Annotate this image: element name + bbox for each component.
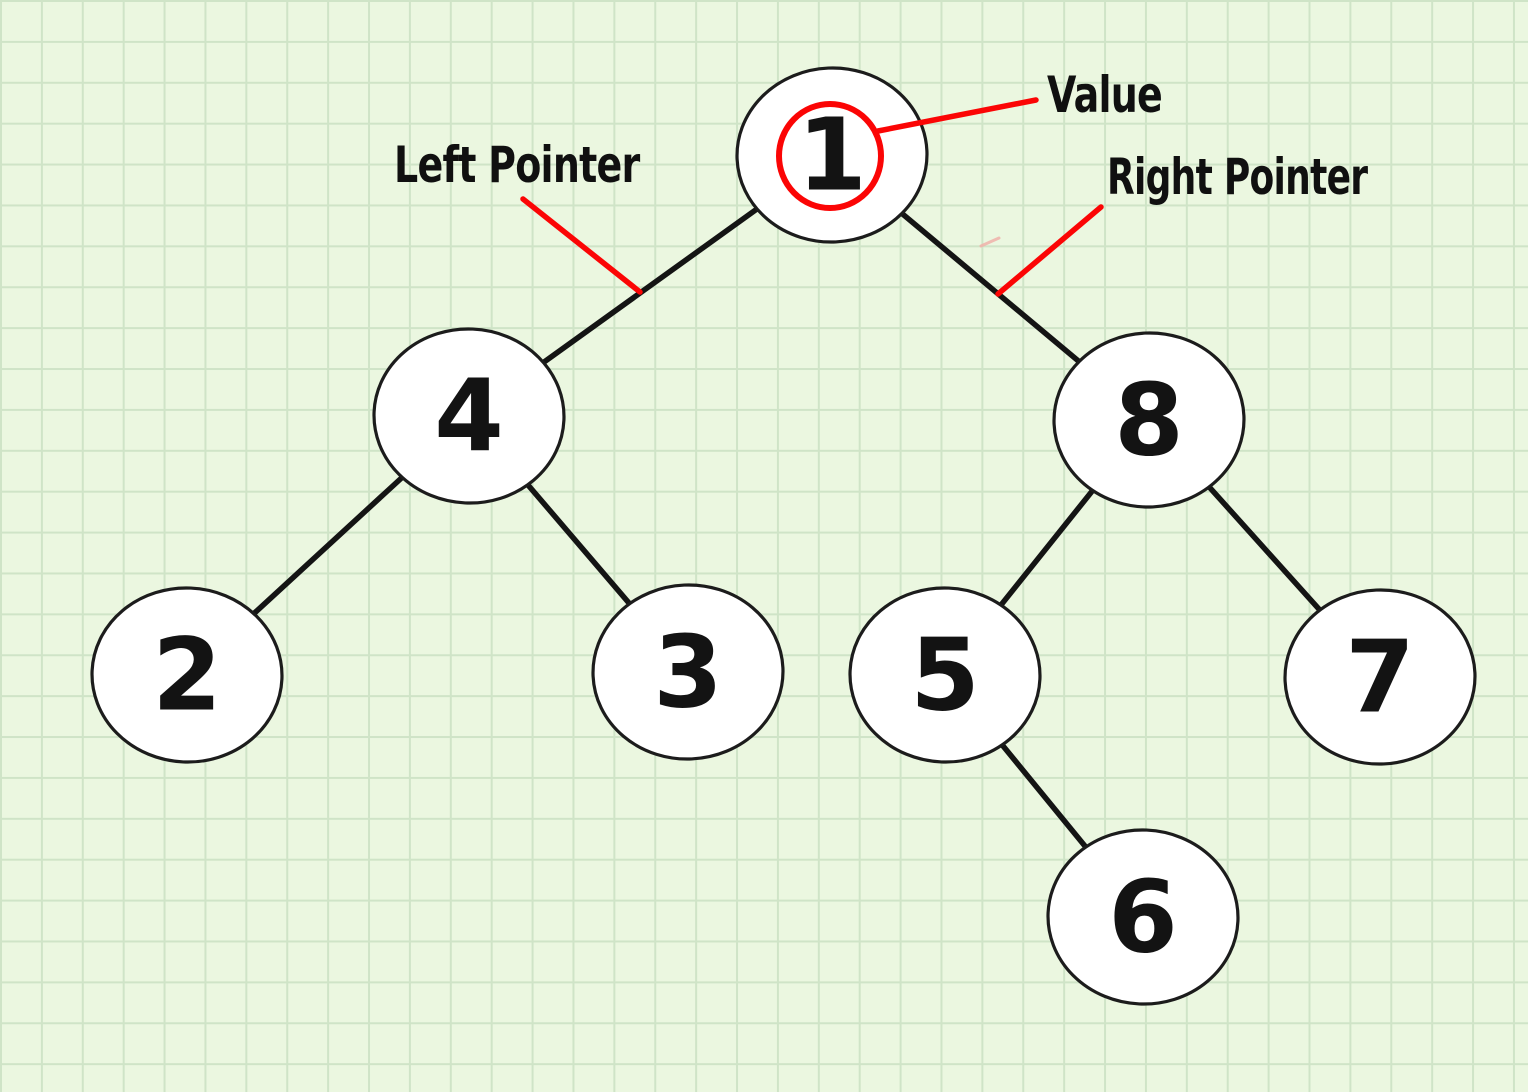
node-value-4: 4	[434, 358, 504, 475]
left-pointer-callout-line	[520, 196, 643, 295]
node-circle-3	[591, 583, 785, 761]
node-circle-6	[1046, 828, 1240, 1006]
value-callout-line	[875, 97, 1039, 134]
stray-pink-mark	[979, 236, 1001, 248]
node-value-2: 2	[152, 617, 222, 734]
tree-node-7: 7	[1283, 588, 1477, 766]
node-circle-2	[90, 586, 284, 764]
node-value-1: 1	[797, 97, 867, 214]
red-annotations	[520, 97, 1104, 297]
value-highlight-circle	[776, 101, 884, 211]
tree-node-1: 1	[735, 66, 929, 244]
left-pointer-label: Left Pointer	[394, 136, 640, 194]
node-value-3: 3	[653, 614, 723, 731]
right-pointer-label: Right Pointer	[1107, 148, 1368, 206]
node-circle-5	[848, 586, 1042, 764]
tree-node-5: 5	[848, 586, 1042, 764]
node-circle-7	[1283, 588, 1477, 766]
node-circle-1	[735, 66, 929, 244]
node-value-6: 6	[1108, 859, 1178, 976]
value-label: Value	[1047, 66, 1163, 124]
right-pointer-callout-line	[995, 204, 1104, 297]
tree-node-4: 4	[372, 327, 566, 505]
tree-node-3: 3	[591, 583, 785, 761]
tree-node-8: 8	[1052, 331, 1246, 509]
node-circle-8	[1052, 331, 1246, 509]
node-value-5: 5	[910, 617, 980, 734]
node-value-7: 7	[1345, 619, 1415, 736]
node-value-8: 8	[1114, 362, 1184, 479]
tree-edges	[184, 152, 1383, 920]
node-circle-4	[372, 327, 566, 505]
tree-node-6: 6	[1046, 828, 1240, 1006]
tree-node-2: 2	[90, 586, 284, 764]
